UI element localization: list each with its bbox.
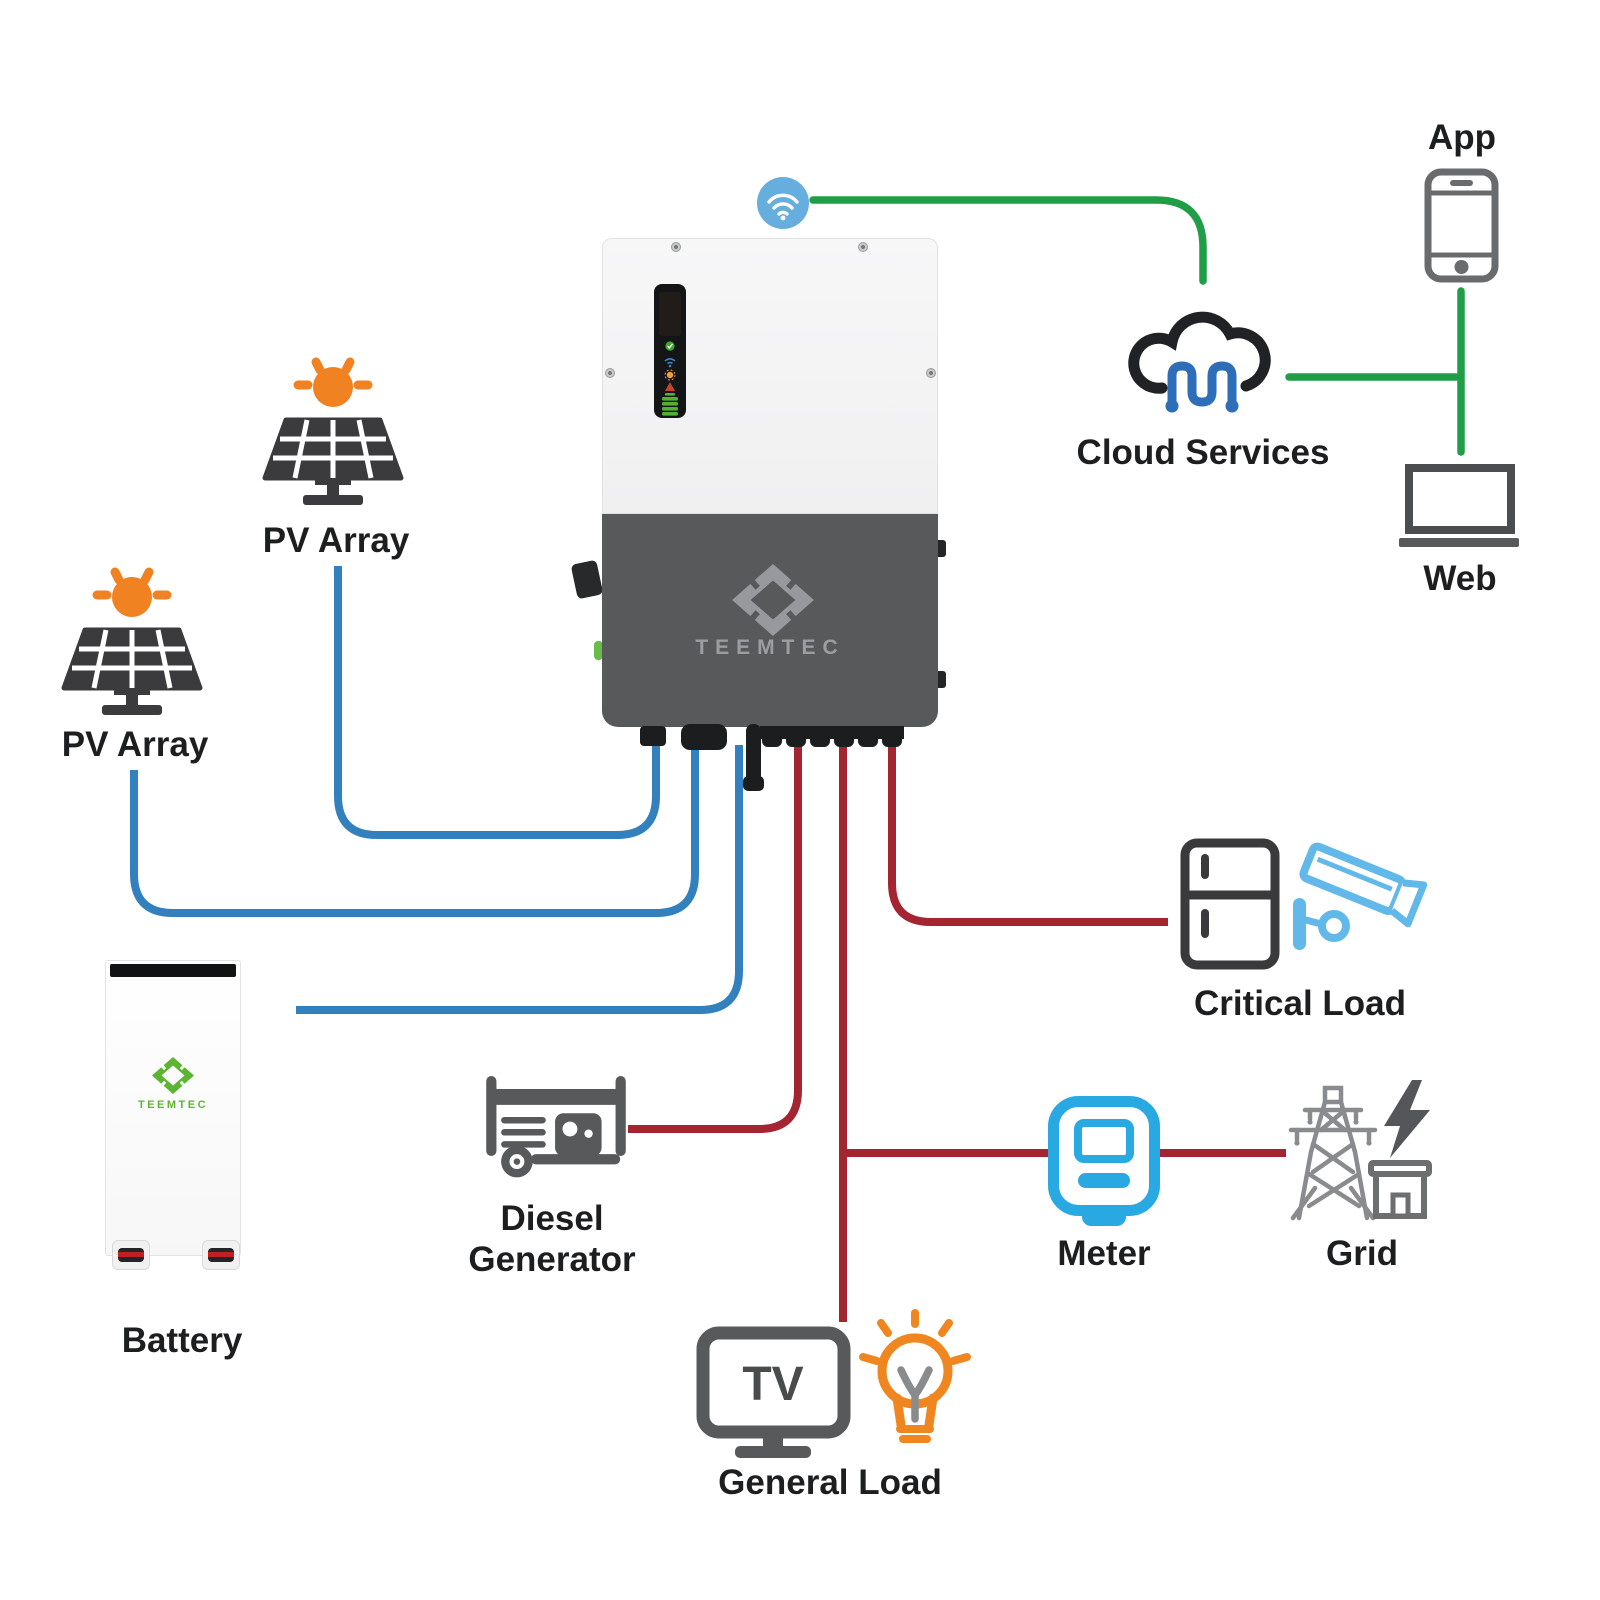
tv-icon: TV xyxy=(696,1326,851,1458)
battery-lid xyxy=(110,964,236,977)
cloud-services-label: Cloud Services xyxy=(1076,433,1330,472)
cable-end-icon xyxy=(743,776,764,791)
pv-array-left-label: PV Array xyxy=(61,725,209,764)
ac-port xyxy=(858,726,878,747)
pv-led xyxy=(666,371,674,379)
transmission-tower-icon xyxy=(1288,1085,1378,1221)
sun-icon xyxy=(293,357,373,407)
wifi-icon xyxy=(757,177,809,229)
red-ac-lines xyxy=(628,745,1286,1322)
screw-icon xyxy=(926,368,936,378)
light-bulb-icon xyxy=(859,1309,971,1443)
grid-label: Grid xyxy=(1326,1234,1398,1273)
battery-logo xyxy=(152,1057,194,1094)
tv-text: TV xyxy=(742,1358,803,1411)
status-ok-led xyxy=(665,341,675,351)
screw-icon xyxy=(858,242,868,252)
phone-icon xyxy=(1424,168,1499,283)
substation-building-icon xyxy=(1368,1160,1432,1219)
diesel-generator-label-line2: Generator xyxy=(468,1240,636,1279)
inverter-top-panel xyxy=(602,238,938,514)
pv-port xyxy=(640,726,666,746)
pv-array-top-icon xyxy=(262,357,404,505)
battery-port xyxy=(681,724,727,750)
battery-label: Battery xyxy=(121,1321,243,1360)
lightning-bolt-icon xyxy=(1384,1080,1430,1158)
green-comm-lines xyxy=(809,196,1465,456)
inverter-brand-text: TEEMTEC xyxy=(695,636,845,659)
ac-port xyxy=(786,726,806,747)
caster-wheel-icon xyxy=(202,1240,240,1270)
inverter-logo xyxy=(732,564,814,636)
pv-array-top-label: PV Array xyxy=(262,521,410,560)
meter-label: Meter xyxy=(1057,1234,1151,1273)
cable-icon xyxy=(746,724,761,782)
ac-port xyxy=(762,726,782,747)
diesel-generator-label-line1: Diesel xyxy=(500,1199,604,1238)
ac-port xyxy=(882,726,902,747)
power-button xyxy=(594,641,603,660)
cloud-node-icon xyxy=(1165,361,1239,413)
battery-brand-text: TEEMTEC xyxy=(137,1099,209,1111)
fridge-icon xyxy=(1180,838,1280,970)
general-load-label: General Load xyxy=(718,1463,942,1502)
alarm-led xyxy=(665,382,675,391)
inverter-display xyxy=(654,284,686,418)
ac-port xyxy=(834,726,854,747)
laptop-icon xyxy=(1399,464,1519,547)
pv-array-left-icon xyxy=(61,567,203,715)
security-camera-icon xyxy=(1293,842,1428,950)
cloud-icon xyxy=(1128,311,1271,413)
solar-panel-icon xyxy=(61,627,203,715)
diesel-generator-icon xyxy=(486,1076,626,1178)
ac-port xyxy=(810,726,830,747)
battery-unit: TEEMTEC xyxy=(105,960,241,1256)
sun-icon xyxy=(92,567,172,617)
battery-level-led xyxy=(662,393,678,416)
screw-icon xyxy=(605,368,615,378)
screw-icon xyxy=(671,242,681,252)
energy-meter-icon xyxy=(1048,1096,1160,1226)
web-label: Web xyxy=(1423,559,1497,598)
comm-led xyxy=(664,358,676,365)
caster-wheel-icon xyxy=(112,1240,150,1270)
critical-load-label: Critical Load xyxy=(1194,984,1406,1023)
app-label: App xyxy=(1427,118,1497,157)
solar-panel-icon xyxy=(262,417,404,505)
blue-dc-lines xyxy=(130,566,743,1014)
